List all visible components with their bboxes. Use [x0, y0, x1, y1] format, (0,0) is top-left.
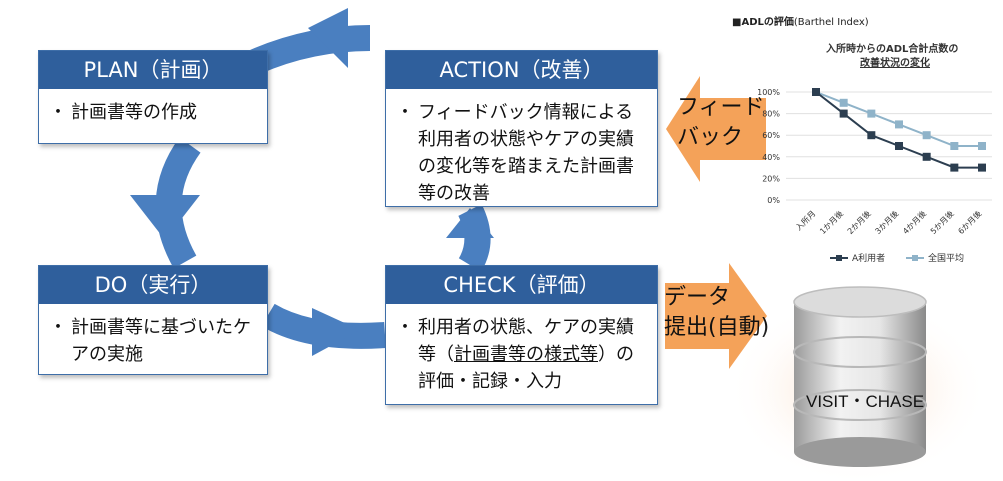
chart-subtitle-line1: 入所時からのADL合計点数の [826, 44, 959, 55]
chart-point [922, 152, 931, 161]
chart-xtick-label: 2か月後 [845, 208, 873, 236]
action-bullet: ・ [396, 102, 414, 123]
chart-point [812, 88, 820, 96]
do-box: DO（実行） ・ 計画書等に基づいたケアの実施 [38, 265, 268, 375]
database-label: VISIT・CHASE [806, 392, 925, 411]
feedback-label-line1: フィード [677, 95, 765, 120]
plan-box: PLAN（計画） ・ 計画書等の作成 [38, 50, 268, 144]
pdca-cycle [130, 8, 494, 356]
chart-ytick-label: 0% [767, 196, 780, 205]
check-title: CHECK（評価） [386, 266, 657, 304]
cycle-arrowhead-right [446, 208, 494, 238]
chart-xtick-label: 入所月 [793, 208, 817, 232]
feedback-label-line2: バック [677, 125, 744, 150]
cycle-arrowhead-top [308, 8, 348, 68]
chart-xtick-label: 4か月後 [900, 208, 928, 236]
do-title: DO（実行） [39, 266, 267, 304]
chart-point [950, 163, 959, 172]
database-top [793, 286, 927, 318]
chart-legend-marker [912, 255, 918, 261]
plan-title: PLAN（計画） [39, 51, 267, 89]
chart-ytick-label: 40% [762, 153, 780, 162]
database-band-2 [793, 389, 927, 421]
chart-point [922, 131, 931, 140]
action-text: フィードバック情報による利用者の状態やケアの実績の変化等を踏まえた計画書等の改善 [418, 102, 634, 204]
chart-ytick-label: 80% [762, 110, 780, 119]
chart-ytick-label: 100% [757, 88, 780, 97]
plan-text: 計画書等の作成 [71, 102, 197, 123]
cycle-arrowhead-bottom [312, 308, 360, 356]
chart-ytick-label: 20% [762, 174, 780, 183]
action-box: ACTION（改善） ・ フィードバック情報による利用者の状態やケアの実績の変化… [385, 50, 658, 207]
do-body: ・ 計画書等に基づいたケアの実施 [49, 314, 259, 368]
chart-title-main: ■ADLの評価 [732, 17, 794, 28]
action-body: ・ フィードバック情報による利用者の状態やケアの実績の変化等を踏まえた計画書等の… [396, 99, 649, 207]
data-submit-label-line1: データ [664, 285, 731, 310]
do-bullet: ・ [49, 317, 67, 338]
cycle-arrowhead-left [130, 195, 200, 240]
chart-subtitle-line2: 改善状況の変化 [860, 58, 930, 69]
database-band-1 [793, 336, 927, 368]
database-bottom [794, 437, 926, 467]
do-text: 計画書等に基づいたケアの実施 [71, 317, 251, 365]
plan-body: ・ 計画書等の作成 [49, 99, 259, 126]
chart-point [867, 131, 876, 140]
check-text-before: 利用者の状態、ケアの実績等（ [418, 317, 634, 365]
chart-point [978, 142, 986, 150]
chart-legend-label: A利用者 [852, 252, 885, 264]
cycle-arc-top [249, 25, 371, 74]
adl-chart: ■ADLの評価(Barthel Index) 入所時からのADL合計点数の 改善… [730, 0, 1003, 275]
check-text-underlined: 計画書等の様式等 [454, 344, 598, 365]
chart-xtick-label: 6か月後 [956, 208, 984, 236]
check-bullet: ・ [396, 317, 414, 338]
chart-point [839, 109, 848, 118]
database-cylinder [728, 286, 988, 480]
chart-title: ■ADLの評価(Barthel Index) [732, 13, 869, 28]
feedback-label: フィード バック [677, 93, 765, 153]
chart-point [895, 120, 903, 129]
chart-xtick-label: 1か月後 [817, 208, 845, 236]
chart-xtick-label: 3か月後 [873, 208, 901, 236]
chart-point [839, 98, 848, 107]
chart-legend-marker [836, 255, 842, 261]
chart-point [867, 109, 876, 118]
data-submit-arrow [665, 263, 767, 369]
check-box: CHECK（評価） ・ 利用者の状態、ケアの実績等（計画書等の様式等）の評価・記… [385, 265, 658, 405]
feedback-arrow [666, 76, 766, 182]
action-title: ACTION（改善） [386, 51, 657, 89]
chart-point [895, 142, 903, 150]
chart-ytick-label: 60% [762, 131, 780, 140]
chart-title-note: (Barthel Index) [793, 17, 869, 28]
database-body [794, 302, 926, 452]
chart-xtick-label: 5か月後 [928, 208, 956, 236]
chart-point [978, 163, 986, 172]
chart-legend-label: 全国平均 [928, 252, 964, 264]
chart-point [950, 142, 959, 150]
check-text-after: ）の評価・記録・入力 [418, 344, 634, 392]
check-body: ・ 利用者の状態、ケアの実績等（計画書等の様式等）の評価・記録・入力 [396, 314, 649, 395]
plan-bullet: ・ [49, 102, 67, 123]
check-text: 利用者の状態、ケアの実績等（計画書等の様式等）の評価・記録・入力 [396, 314, 649, 395]
